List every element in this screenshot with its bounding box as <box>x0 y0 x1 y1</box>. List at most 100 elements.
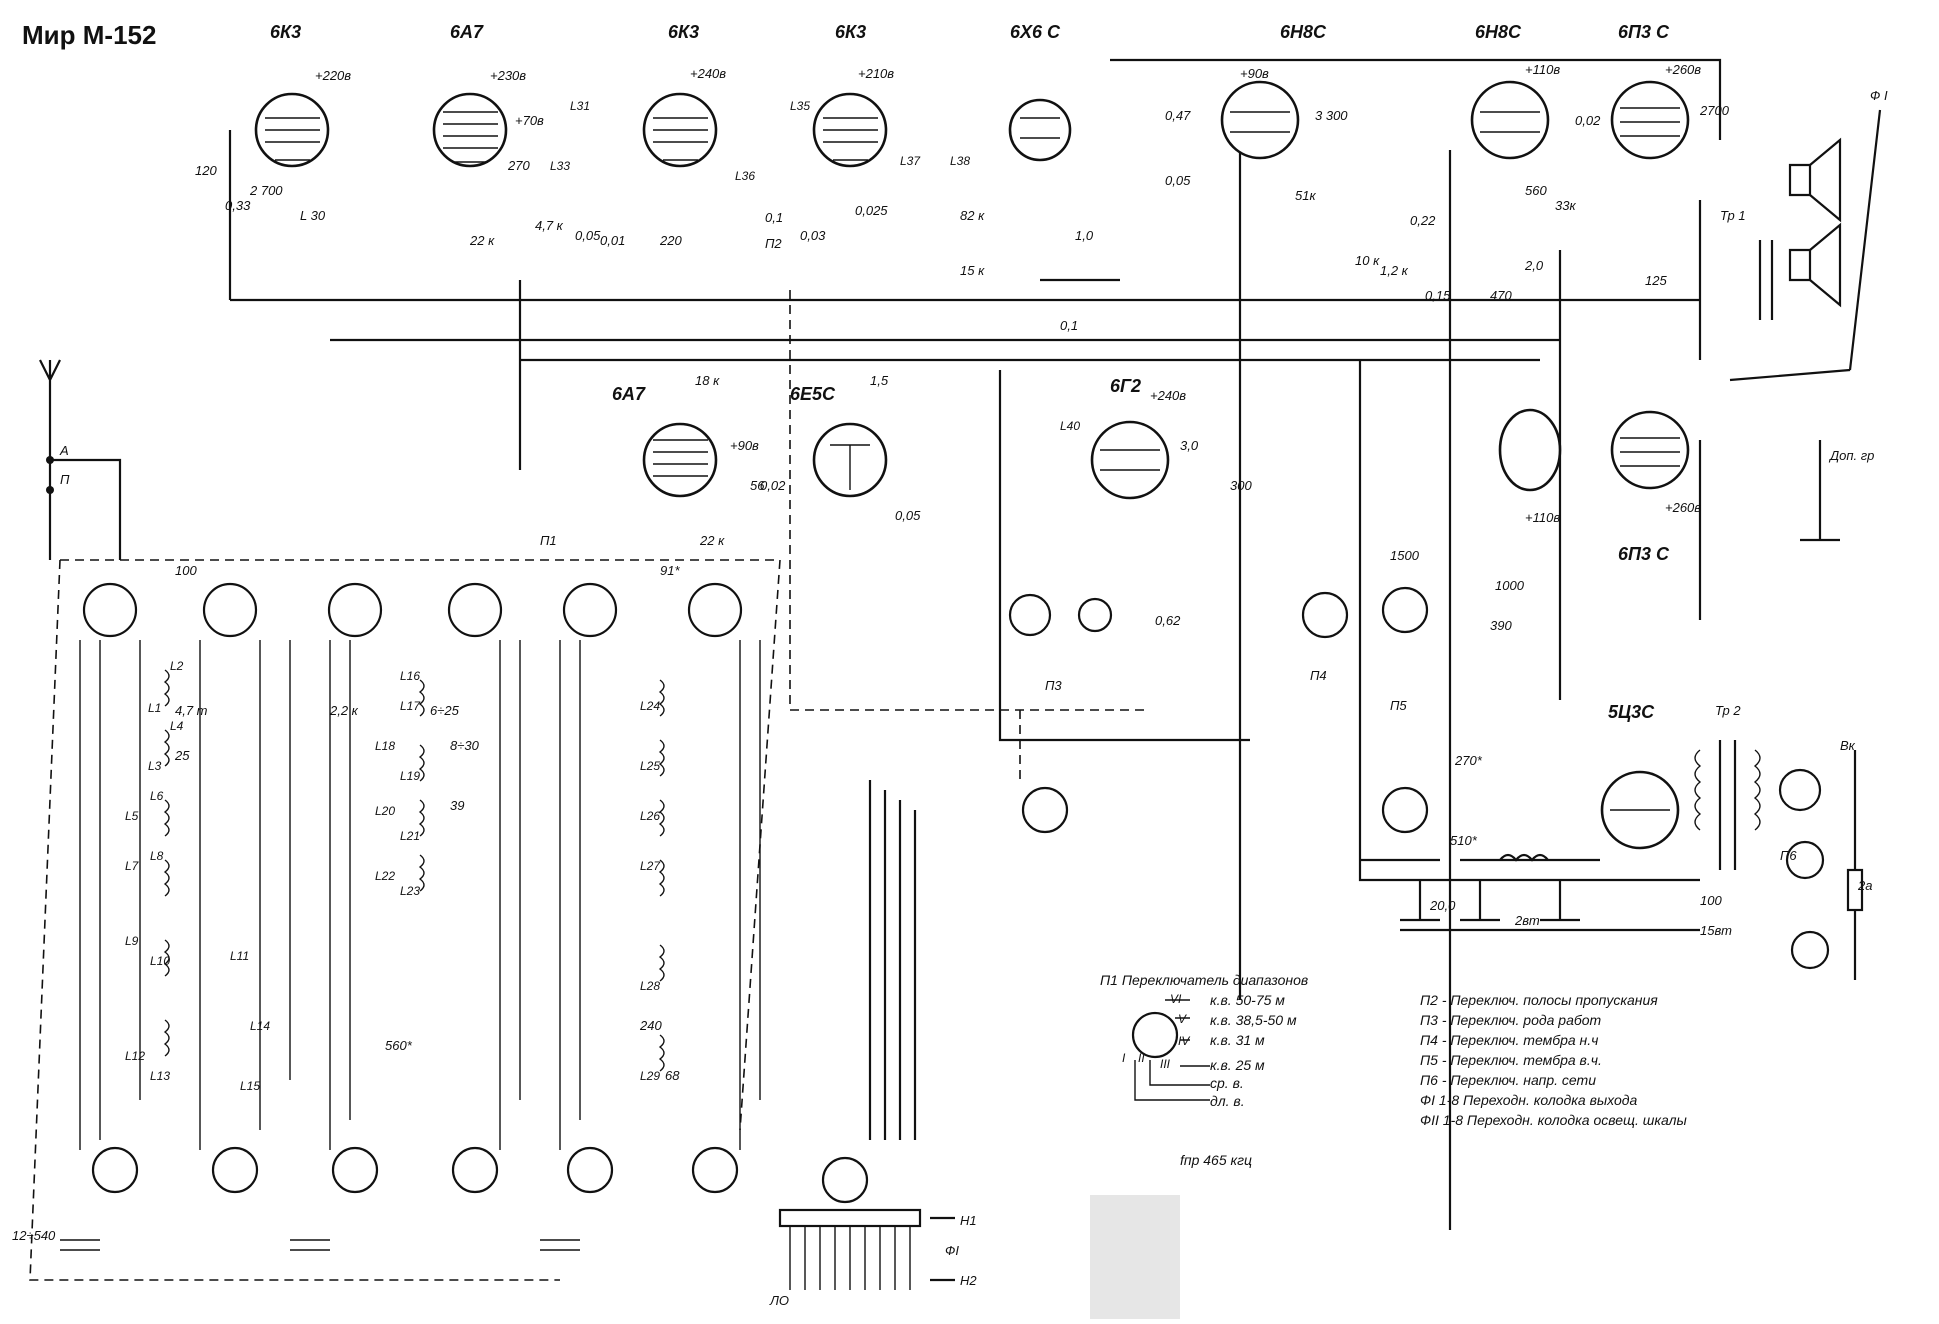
supply-label: +110в <box>1525 62 1560 77</box>
component-value: 120 <box>195 163 217 178</box>
coil-stack <box>163 669 665 1072</box>
switch-label: П5 <box>1390 698 1407 713</box>
component-value: 0,15 <box>1425 288 1451 303</box>
tube-6k3-3: 6К3 +210в <box>812 22 894 168</box>
coil-label: L1 <box>148 701 161 715</box>
coil-label: L31 <box>570 99 590 113</box>
rotary-switches-bottom <box>60 1146 739 1251</box>
p1-row: к.в. 31 м <box>1210 1032 1265 1048</box>
component-value: 0,05 <box>895 508 921 523</box>
coil-label: L20 <box>375 804 395 818</box>
fuse-label: 2а <box>1857 878 1872 893</box>
tube-6n8c-2b: +110в <box>1498 408 1562 525</box>
component-value: 0,025 <box>855 203 888 218</box>
component-value: 240 <box>639 1018 662 1033</box>
component-value: 270* <box>1454 753 1483 768</box>
coil-label: L27 <box>640 859 661 873</box>
component-value: 0,22 <box>1410 213 1436 228</box>
component-value: 2,2 к <box>329 703 359 718</box>
component-value: 1,5 <box>870 373 889 388</box>
coil-label: L4 <box>170 719 184 733</box>
component-value: 2700 <box>1699 103 1730 118</box>
coil-label: L25 <box>640 759 660 773</box>
coil-label: L29 <box>640 1069 660 1083</box>
component-value: 22 к <box>699 533 725 548</box>
coil-label: L9 <box>125 934 139 948</box>
component-value: 68 <box>665 1068 680 1083</box>
component-value: 100 <box>1700 893 1722 908</box>
component-value: 2 700 <box>249 183 283 198</box>
coil-label: L19 <box>400 769 420 783</box>
speaker-label: Ф I <box>1870 88 1888 103</box>
component-value: 22 к <box>469 233 495 248</box>
component-value: 0,03 <box>800 228 826 243</box>
coil-label: L3 <box>148 759 162 773</box>
p1-roman: VI <box>1170 992 1182 1006</box>
band-switch-p1: П1 <box>29 533 781 1281</box>
p1-row: к.в. 38,5-50 м <box>1210 1012 1297 1028</box>
component-value: 390 <box>1490 618 1512 633</box>
coil-label: L37 <box>900 154 921 168</box>
component-value: 39 <box>450 798 464 813</box>
p1-roman: I <box>1122 1051 1126 1065</box>
aux-ground-label: Доп. гр <box>1828 448 1874 463</box>
transformer2-label: Тр 2 <box>1715 703 1741 718</box>
supply-label: +110в <box>1525 510 1560 525</box>
supply-label: +90в <box>730 438 759 453</box>
supply-label: +70в <box>515 113 544 128</box>
component-value: 510* <box>1450 833 1478 848</box>
coil-label: L38 <box>950 154 970 168</box>
coil-label: L15 <box>240 1079 260 1093</box>
coil-label: L17 <box>400 699 421 713</box>
p1-row: дл. в. <box>1210 1093 1245 1109</box>
component-value: 300 <box>1230 478 1252 493</box>
component-value: 0,05 <box>1165 173 1191 188</box>
component-value: 1,2 к <box>1380 263 1409 278</box>
power-supply: Тр 2 Вк 2а П6 <box>1360 703 1872 980</box>
tube-label: 6Г2 <box>1110 376 1141 396</box>
tube-6p3c-1: 6П3 С +260в <box>1610 22 1701 160</box>
coil-label: L5 <box>125 809 139 823</box>
component-value: 15 к <box>960 263 985 278</box>
power-buses <box>228 58 1722 1230</box>
mid-switches: П3 П4 П5 П2 <box>765 236 1429 834</box>
ground-label: П <box>60 472 70 487</box>
component-value: 10 к <box>1355 253 1380 268</box>
tube-label: 6Н8С <box>1280 22 1327 42</box>
block-label: ФI <box>945 1243 959 1258</box>
component-value: 1,0 <box>1075 228 1094 243</box>
component-value: 82 к <box>960 208 985 223</box>
tube-6p3c-2: 6П3 С +260в <box>1610 410 1701 564</box>
tube-label: 5Ц3С <box>1608 702 1655 722</box>
tube-6k3-2: 6К3 +240в <box>642 22 726 168</box>
component-value: 0,33 <box>225 198 251 213</box>
coil-label: L11 <box>230 949 249 963</box>
component-value: 0,62 <box>1155 613 1181 628</box>
tube-6e5c: 6Е5С <box>790 384 888 498</box>
switch-legend-row: П3 - Переключ. рода работ <box>1420 1012 1602 1028</box>
coil-label: L7 <box>125 859 140 873</box>
component-value: 56 <box>750 478 765 493</box>
component-value: 470 <box>1490 288 1512 303</box>
antenna-label: А <box>59 443 69 458</box>
component-value: 25 <box>174 748 190 763</box>
switch-legend-row: П5 - Переключ. тембра в.ч. <box>1420 1052 1602 1068</box>
component-value: 33к <box>1555 198 1576 213</box>
component-value: 0,01 <box>600 233 625 248</box>
component-value: 2,0 <box>1524 258 1544 273</box>
mains2-label: Н2 <box>960 1273 977 1288</box>
coil-label: L22 <box>375 869 395 883</box>
component-value: 3 300 <box>1315 108 1348 123</box>
switch-legend-row: П4 - Переключ. тембра н.ч <box>1420 1032 1598 1048</box>
antenna: А П <box>39 359 122 560</box>
switch-legend: П2 - Переключ. полосы пропускания П3 - П… <box>1420 992 1687 1128</box>
coil-label: L21 <box>400 829 420 843</box>
component-value: 100 <box>175 563 197 578</box>
switch-legend-row: ФII 1-8 Переходн. колодка освещ. шкалы <box>1420 1112 1687 1128</box>
tube-label: 6Е5С <box>790 384 836 404</box>
component-value: L 30 <box>300 208 326 223</box>
switch-vk-label: Вк <box>1840 738 1856 753</box>
supply-label: +240в <box>1150 388 1186 403</box>
